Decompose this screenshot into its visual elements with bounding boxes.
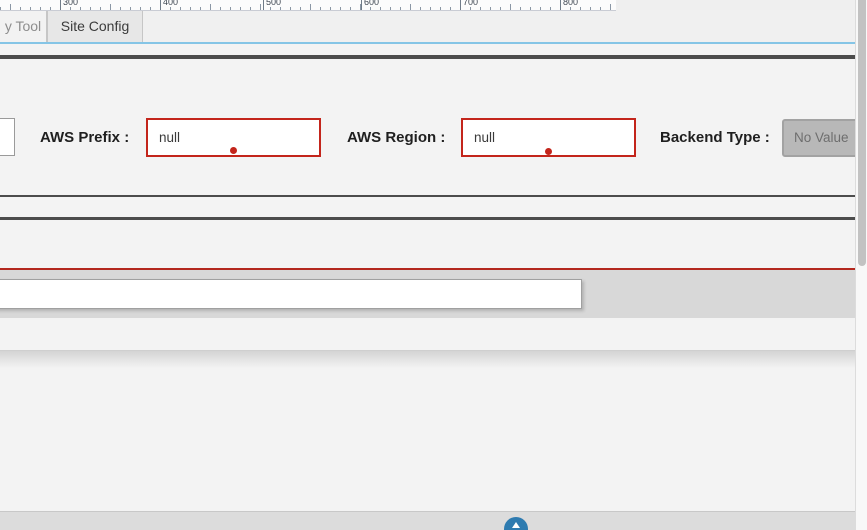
footer-bar bbox=[0, 511, 855, 530]
arrow-up-icon bbox=[512, 522, 520, 528]
ruler-label: 600 bbox=[361, 0, 379, 10]
ruler-label: 300 bbox=[60, 0, 78, 10]
vertical-scrollbar-track[interactable] bbox=[855, 0, 867, 530]
footer-info-button[interactable] bbox=[504, 517, 528, 530]
error-dot-icon bbox=[545, 148, 552, 155]
backend-type-field[interactable]: No Value bbox=[782, 119, 864, 157]
section-divider-top bbox=[0, 55, 855, 59]
section-divider-middle-2 bbox=[0, 217, 855, 220]
left-partial-input[interactable] bbox=[0, 118, 15, 156]
vertical-scrollbar-thumb[interactable] bbox=[858, 0, 866, 266]
tab-tool[interactable]: y Tool bbox=[0, 10, 47, 42]
tab-bar: y Tool Site Config bbox=[0, 10, 855, 44]
section-divider-red bbox=[0, 268, 855, 270]
backend-type-label: Backend Type : bbox=[660, 129, 770, 146]
ruler-label: 800 bbox=[560, 0, 578, 10]
wide-text-input[interactable] bbox=[0, 279, 582, 309]
ruler-label: 400 bbox=[160, 0, 178, 10]
horizontal-ruler: 300 400 500 600 700 800 bbox=[0, 0, 616, 11]
ruler-medium-ticks bbox=[0, 4, 616, 10]
aws-region-label: AWS Region : bbox=[347, 129, 446, 146]
ruler-label: 500 bbox=[263, 0, 281, 10]
section-divider-middle-1 bbox=[0, 195, 855, 197]
error-dot-icon bbox=[230, 147, 237, 154]
panel-top-shadow bbox=[0, 350, 855, 368]
ruler-label: 700 bbox=[460, 0, 478, 10]
aws-prefix-label: AWS Prefix : bbox=[40, 129, 130, 146]
tab-site-config[interactable]: Site Config bbox=[47, 10, 143, 42]
